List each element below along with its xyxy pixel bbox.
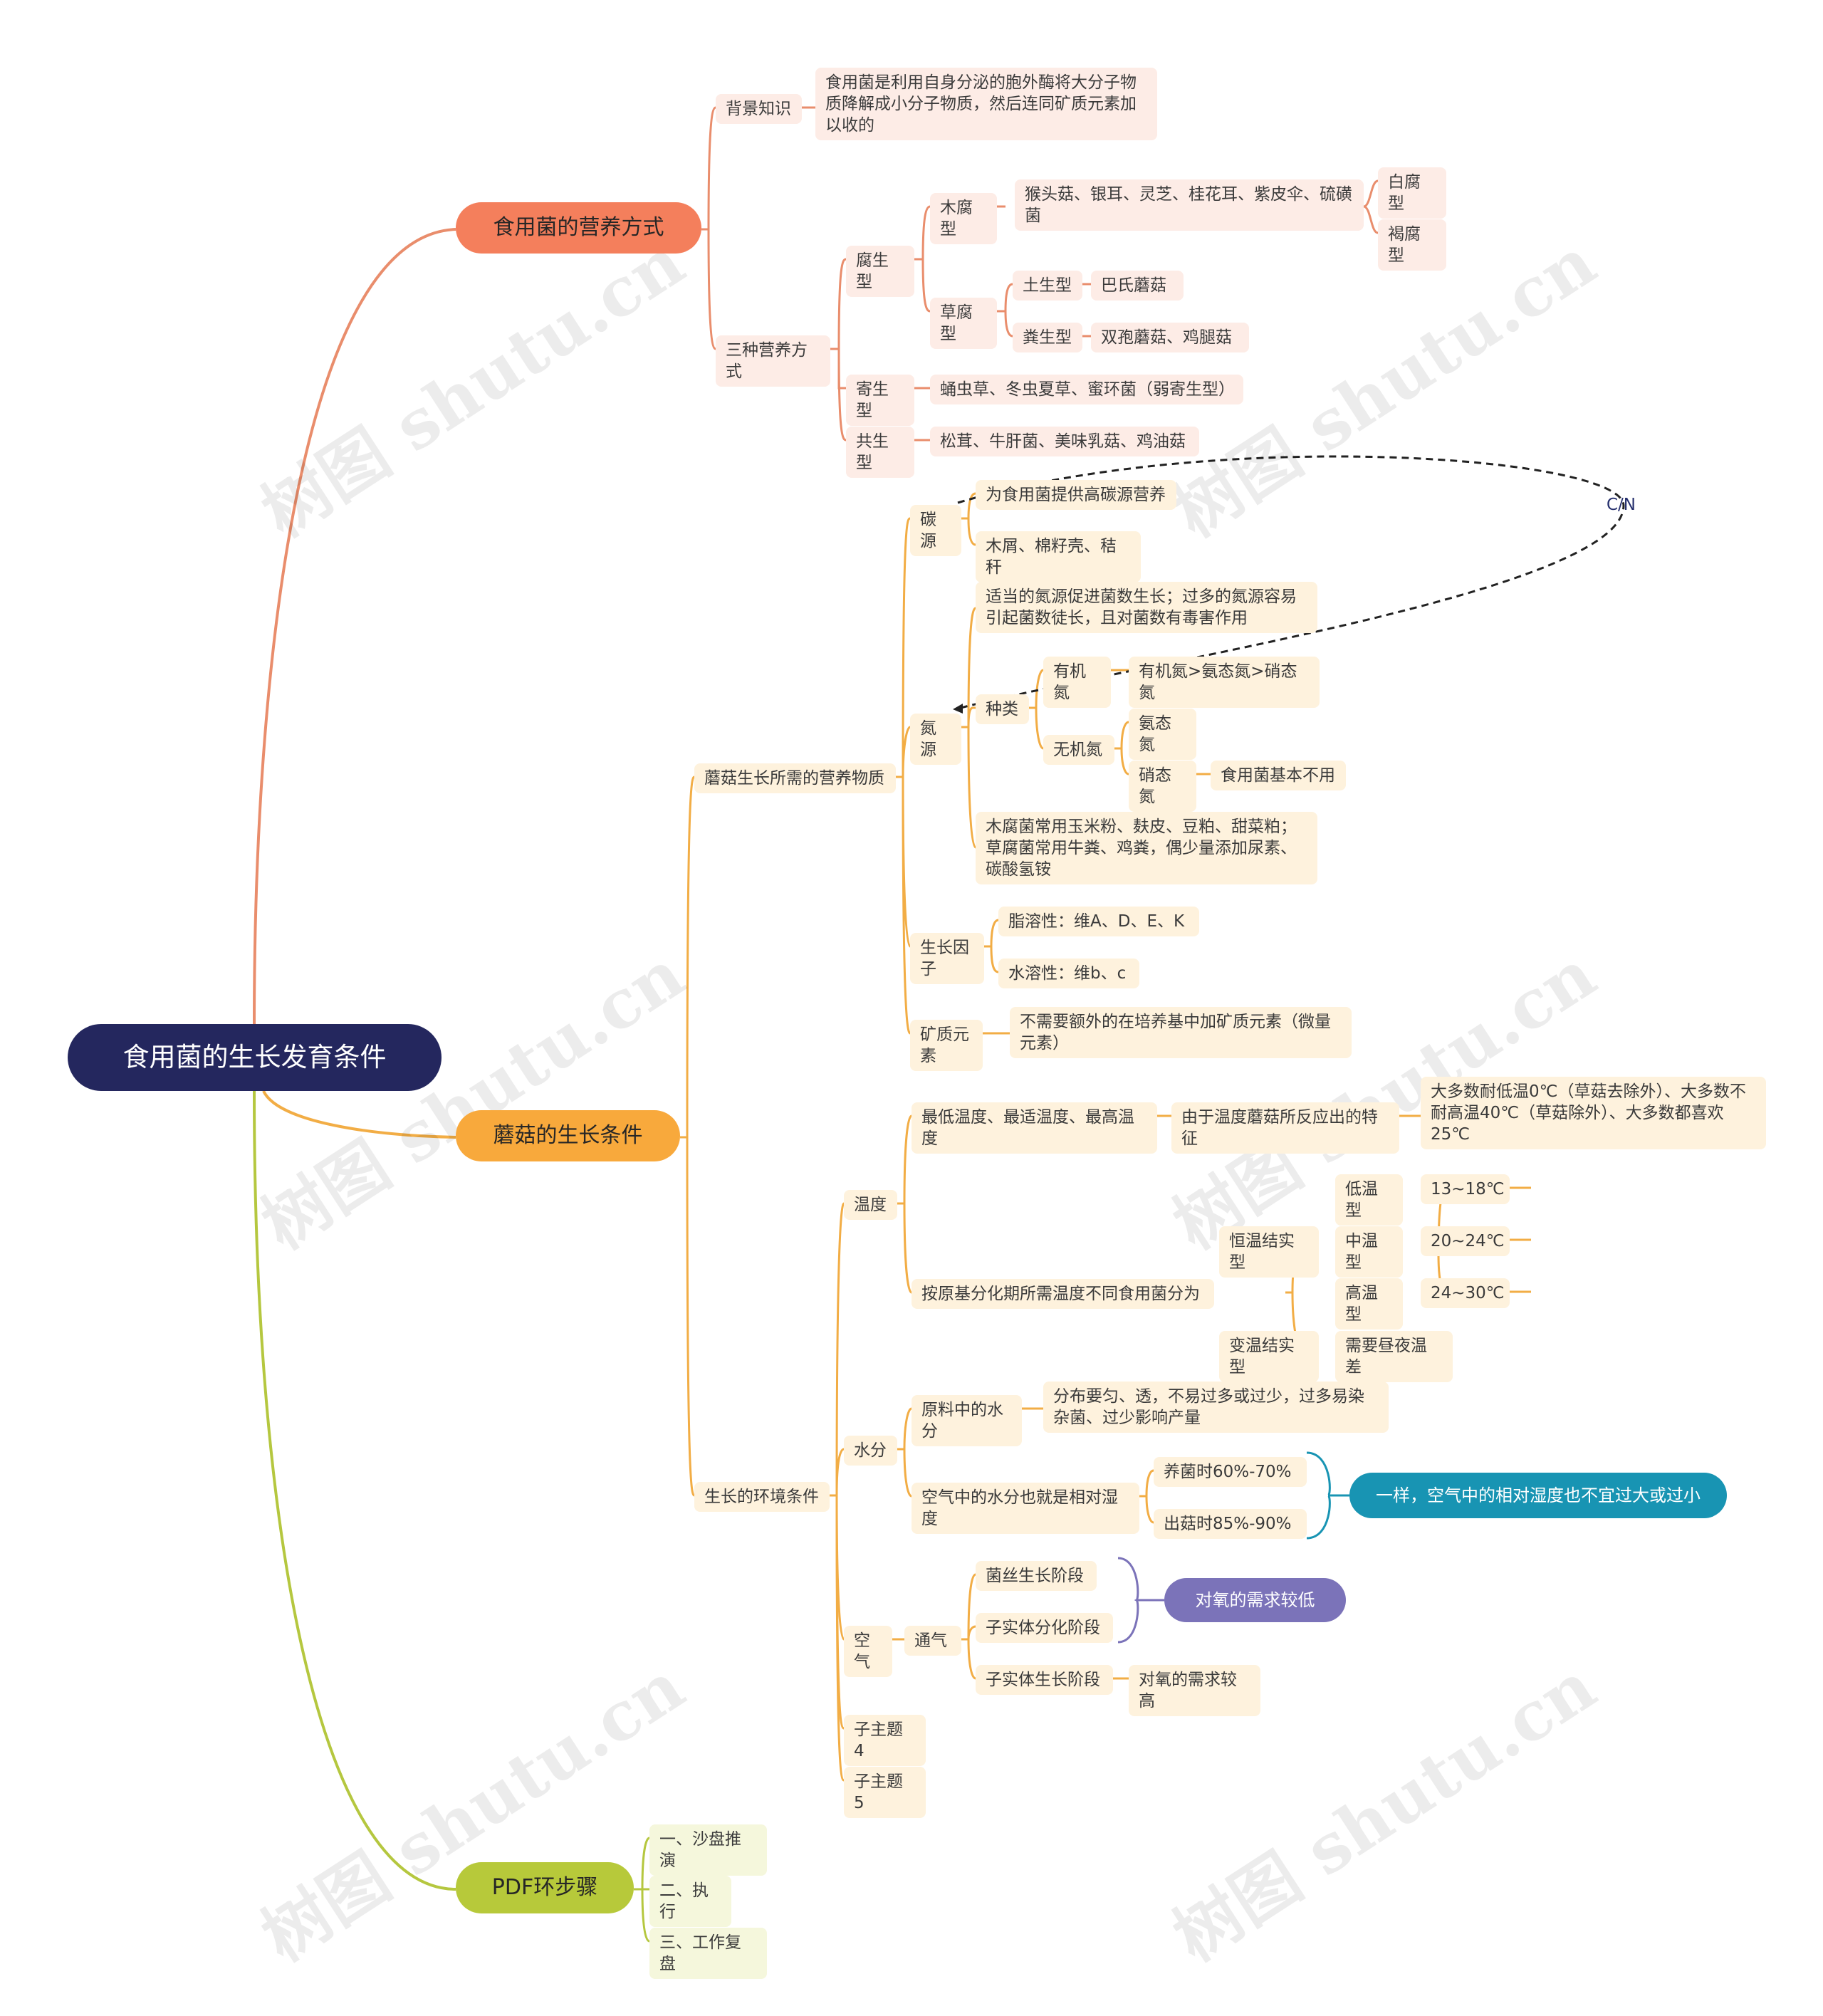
node-inorganic[interactable]: 无机氮 bbox=[1043, 735, 1114, 765]
node-variable[interactable]: 变温结实型 bbox=[1219, 1331, 1319, 1382]
node-water[interactable]: 水分 bbox=[844, 1436, 897, 1466]
node-low[interactable]: 低温型 bbox=[1335, 1174, 1403, 1226]
node-parasitic-example[interactable]: 蛹虫草、冬虫夏草、蜜环菌（弱寄生型） bbox=[930, 375, 1243, 404]
node-organic-text[interactable]: 有机氮>氨态氮>硝态氮 bbox=[1129, 657, 1320, 708]
node-carbon[interactable]: 碳源 bbox=[910, 505, 961, 556]
node-pdf-step2[interactable]: 二、执行 bbox=[649, 1876, 731, 1927]
node-dung-type[interactable]: 粪生型 bbox=[1013, 323, 1082, 352]
node-factors[interactable]: 生长因子 bbox=[910, 933, 984, 984]
node-pdf-step3[interactable]: 三、工作复盘 bbox=[649, 1928, 767, 1979]
branch-pdf[interactable]: PDF环步骤 bbox=[456, 1862, 634, 1913]
node-high-value[interactable]: 24~30℃ bbox=[1421, 1278, 1510, 1308]
node-organic[interactable]: 有机氮 bbox=[1043, 657, 1111, 708]
node-minerals-text[interactable]: 不需要额外的在培养基中加矿质元素（微量元素） bbox=[1010, 1007, 1352, 1058]
node-env[interactable]: 生长的环境条件 bbox=[694, 1482, 830, 1512]
node-nitrogen[interactable]: 氮源 bbox=[910, 714, 961, 765]
node-temperature[interactable]: 温度 bbox=[844, 1190, 897, 1220]
node-air[interactable]: 空气 bbox=[844, 1626, 892, 1677]
node-nitrate[interactable]: 硝态氮 bbox=[1129, 761, 1196, 812]
node-variable-text[interactable]: 需要昼夜温差 bbox=[1335, 1331, 1453, 1382]
node-pdf-step1[interactable]: 一、沙盘推演 bbox=[649, 1824, 767, 1876]
node-temp-1a[interactable]: 由于温度蘑菇所反应出的特征 bbox=[1171, 1102, 1399, 1154]
node-carbon-2[interactable]: 木屑、棉籽壳、秸秆 bbox=[976, 531, 1141, 583]
node-nitrate-text[interactable]: 食用菌基本不用 bbox=[1211, 761, 1346, 790]
relation-label[interactable]: C/N bbox=[1607, 496, 1636, 514]
node-white-rot[interactable]: 白腐型 bbox=[1378, 167, 1446, 219]
root-topic[interactable]: 食用菌的生长发育条件 bbox=[68, 1024, 442, 1091]
node-sub4[interactable]: 子主题 4 bbox=[844, 1715, 926, 1766]
node-soil-example[interactable]: 巴氏蘑菇 bbox=[1091, 271, 1184, 301]
node-saprophytic[interactable]: 腐生型 bbox=[846, 246, 914, 297]
node-nitrogen-2[interactable]: 木腐菌常用玉米粉、麸皮、豆粕、甜菜粕；草腐菌常用牛粪、鸡粪，偶少量添加尿素、碳酸… bbox=[976, 812, 1317, 884]
node-ammonia[interactable]: 氨态氮 bbox=[1129, 709, 1196, 760]
node-minerals[interactable]: 矿质元素 bbox=[910, 1020, 983, 1071]
node-water-2b[interactable]: 出菇时85%-90% bbox=[1154, 1509, 1307, 1539]
node-background-text[interactable]: 食用菌是利用自身分泌的胞外酶将大分子物质降解成小分子物质，然后连同矿质元素加以收… bbox=[815, 68, 1157, 140]
node-high[interactable]: 高温型 bbox=[1335, 1278, 1403, 1330]
node-water-2[interactable]: 空气中的水分也就是相对湿度 bbox=[912, 1483, 1139, 1534]
node-sub5[interactable]: 子主题 5 bbox=[844, 1767, 926, 1818]
node-air-1[interactable]: 菌丝生长阶段 bbox=[976, 1561, 1097, 1591]
node-temp-1b[interactable]: 大多数耐低温0℃（草菇去除外）、大多数不耐高温40℃（草菇除外）、大多数都喜欢2… bbox=[1421, 1077, 1766, 1149]
node-water-2a[interactable]: 养菌时60%-70% bbox=[1154, 1457, 1307, 1487]
node-kinds[interactable]: 种类 bbox=[976, 694, 1029, 724]
summary-air[interactable]: 对氧的需求较低 bbox=[1164, 1578, 1346, 1622]
node-air-3a[interactable]: 对氧的需求较高 bbox=[1129, 1665, 1260, 1716]
node-dung-example[interactable]: 双孢蘑菇、鸡腿菇 bbox=[1091, 323, 1249, 352]
node-grass-rot[interactable]: 草腐型 bbox=[930, 298, 997, 349]
branch-nutrition[interactable]: 食用菌的营养方式 bbox=[456, 202, 701, 254]
node-parasitic[interactable]: 寄生型 bbox=[846, 375, 914, 426]
node-background[interactable]: 背景知识 bbox=[716, 94, 802, 124]
node-water-1a[interactable]: 分布要匀、透，不易过多或过少，过多易染杂菌、过少影响产量 bbox=[1043, 1382, 1389, 1433]
node-air-3[interactable]: 子实体生长阶段 bbox=[976, 1665, 1113, 1695]
node-wood-rot[interactable]: 木腐型 bbox=[930, 193, 997, 244]
node-nutrients[interactable]: 蘑菇生长所需的营养物质 bbox=[694, 763, 896, 793]
node-mid[interactable]: 中温型 bbox=[1335, 1226, 1403, 1278]
node-symbiotic[interactable]: 共生型 bbox=[846, 427, 914, 478]
summary-water[interactable]: 一样，空气中的相对湿度也不宜过大或过小 bbox=[1349, 1473, 1727, 1518]
node-water-1[interactable]: 原料中的水分 bbox=[912, 1395, 1022, 1446]
node-symbiotic-example[interactable]: 松茸、牛肝菌、美味乳菇、鸡油菇 bbox=[930, 427, 1199, 456]
node-brown-rot[interactable]: 褐腐型 bbox=[1378, 219, 1446, 271]
node-constant[interactable]: 恒温结实型 bbox=[1219, 1226, 1319, 1278]
node-nitrogen-1[interactable]: 适当的氮源促进菌数生长；过多的氮源容易引起菌数徒长，且对菌数有毒害作用 bbox=[976, 582, 1317, 633]
node-air-2[interactable]: 子实体分化阶段 bbox=[976, 1613, 1113, 1643]
node-temp-2[interactable]: 按原基分化期所需温度不同食用菌分为 bbox=[912, 1279, 1214, 1309]
node-carbon-1[interactable]: 为食用菌提供高碳源营养 bbox=[976, 480, 1176, 510]
node-fat-soluble[interactable]: 脂溶性：维A、D、E、K bbox=[998, 907, 1199, 936]
branch-growth[interactable]: 蘑菇的生长条件 bbox=[456, 1110, 680, 1161]
node-low-value[interactable]: 13~18℃ bbox=[1421, 1174, 1510, 1204]
node-water-soluble[interactable]: 水溶性：维b、c bbox=[998, 959, 1139, 988]
node-soil-type[interactable]: 土生型 bbox=[1013, 271, 1082, 301]
node-three-types[interactable]: 三种营养方式 bbox=[716, 335, 830, 387]
node-temp-1[interactable]: 最低温度、最适温度、最高温度 bbox=[912, 1102, 1157, 1154]
node-wood-rot-examples[interactable]: 猴头菇、银耳、灵芝、桂花耳、紫皮伞、硫磺菌 bbox=[1015, 179, 1364, 231]
node-ventilation[interactable]: 通气 bbox=[904, 1626, 961, 1656]
node-mid-value[interactable]: 20~24℃ bbox=[1421, 1226, 1510, 1256]
